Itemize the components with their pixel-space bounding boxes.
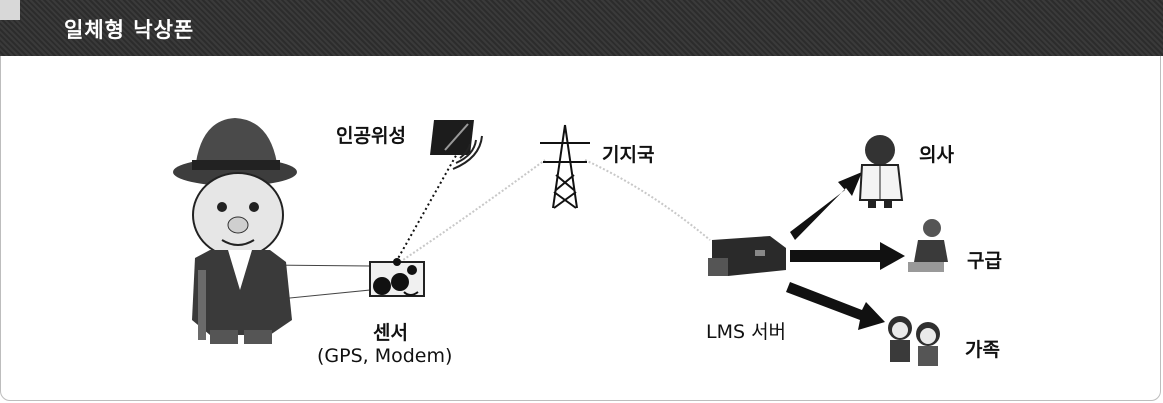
arrow-to-family	[786, 282, 885, 330]
link-sensor-tower	[399, 159, 546, 263]
label-sensor-detail: (GPS, Modem)	[317, 345, 453, 367]
label-doctor: 의사	[919, 144, 954, 166]
elderly-person-icon	[173, 118, 297, 344]
arrow-to-emergency	[790, 242, 905, 270]
title-square-icon	[0, 0, 20, 20]
label-emergency: 구급	[967, 250, 1002, 272]
label-satellite: 인공위성	[336, 125, 406, 147]
family-icon	[888, 316, 940, 366]
label-family: 가족	[965, 339, 1000, 361]
emergency-icon	[908, 219, 948, 272]
arrow-to-doctor	[790, 172, 862, 240]
link-tower-server	[584, 159, 711, 241]
diagram-title: 일체형 낙상폰	[64, 18, 195, 42]
diagram-canvas	[173, 118, 948, 366]
link-sensor-satellite	[395, 151, 459, 263]
label-base-station: 기지국	[602, 144, 655, 166]
server-icon	[708, 236, 786, 276]
label-sensor: 센서	[373, 322, 408, 344]
title-bar: 일체형 낙상폰	[0, 0, 1163, 56]
label-server: LMS 서버	[706, 321, 787, 343]
tower-icon	[540, 124, 590, 209]
satellite-icon	[430, 120, 483, 170]
doctor-icon	[858, 135, 904, 208]
sensor-device-icon	[369, 258, 425, 297]
